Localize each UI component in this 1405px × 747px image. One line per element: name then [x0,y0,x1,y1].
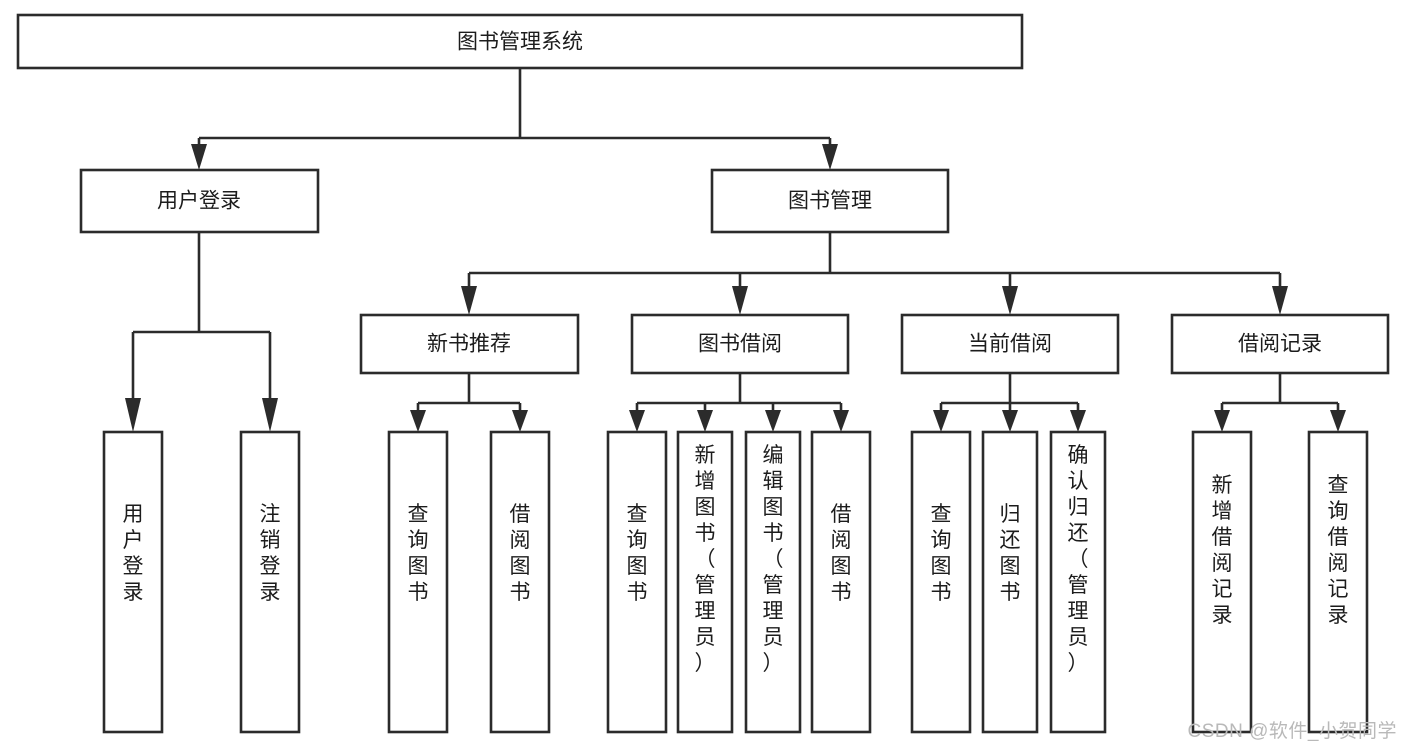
node-leaf-query-record-box[interactable] [1307,430,1369,734]
node-leaf-return-book[interactable]: 归还图书 [981,430,1039,734]
node-borrow-record-box[interactable] [1170,313,1390,375]
node-leaf-borrow-book-2-label: 借阅图书 [831,503,852,604]
node-book-management-label: 图书管理 [788,190,872,213]
arrow-to-leaf-add-book [697,410,713,432]
node-leaf-borrow-book-1-label: 借阅图书 [510,503,531,604]
node-leaf-add-record-label: 新增借阅记录 [1212,474,1233,627]
node-leaf-edit-book-box[interactable] [744,430,802,734]
csdn-watermark: CSDN @软件_小贺同学 [1187,721,1397,742]
node-leaf-logout-login-label: 注销登录 [260,503,281,604]
arrow-to-book-borrow [732,286,748,315]
arrow-to-leaf-query-book-1 [410,410,426,432]
node-leaf-return-book-label: 归还图书 [1000,503,1021,604]
node-leaf-add-record-box[interactable] [1191,430,1253,734]
node-book-borrow-label: 图书借阅 [698,333,782,356]
node-new-book-recommend-label: 新书推荐 [427,333,511,356]
node-leaf-query-book-2[interactable]: 查询图书 [606,430,668,734]
node-leaf-user-login-label: 用户登录 [123,503,144,604]
node-user-login[interactable]: 用户登录 [79,168,320,234]
node-new-book-recommend-box[interactable] [359,313,580,375]
arrow-to-leaf-borrow-book-1 [512,410,528,432]
arrow-to-leaf-query-book-3 [933,410,949,432]
node-leaf-confirm-return-box[interactable] [1049,430,1107,734]
arrow-to-leaf-return-book [1002,410,1018,432]
arrow-to-leaf-edit-book [765,410,781,432]
node-current-borrow-box[interactable] [900,313,1120,375]
node-leaf-add-record[interactable]: 新增借阅记录 [1191,430,1253,734]
node-root-label: 图书管理系统 [457,31,583,54]
node-leaf-return-book-box[interactable] [981,430,1039,734]
arrow-to-leaf-logout-login [262,398,278,432]
node-leaf-query-book-3-label: 查询图书 [931,503,952,604]
connector-layer [125,68,1346,432]
node-leaf-add-book-label: 新增图书（管理员） [695,444,716,675]
node-book-borrow-box[interactable] [630,313,850,375]
arrow-to-leaf-user-login [125,398,141,432]
node-leaf-borrow-book-2-box[interactable] [810,430,872,734]
node-book-borrow[interactable]: 图书借阅 [630,313,850,375]
node-new-book-recommend[interactable]: 新书推荐 [359,313,580,375]
node-leaf-borrow-book-1[interactable]: 借阅图书 [489,430,551,734]
node-leaf-query-book-1-box[interactable] [387,430,449,734]
node-leaf-logout-login[interactable]: 注销登录 [239,430,301,734]
arrow-to-leaf-add-record [1214,410,1230,432]
node-leaf-add-book-box[interactable] [676,430,734,734]
arrow-to-leaf-query-book-2 [629,410,645,432]
node-leaf-confirm-return[interactable]: 确认归还（管理员） [1049,430,1107,734]
arrow-root-to-user-login [191,144,207,170]
node-current-borrow[interactable]: 当前借阅 [900,313,1120,375]
node-leaf-query-book-1-label: 查询图书 [408,503,429,604]
node-leaf-user-login[interactable]: 用户登录 [102,430,164,734]
node-leaf-query-book-1[interactable]: 查询图书 [387,430,449,734]
node-leaf-add-book[interactable]: 新增图书（管理员） [676,430,734,734]
node-leaf-query-book-2-label: 查询图书 [627,503,648,604]
node-user-login-box[interactable] [79,168,320,234]
node-leaf-query-book-2-box[interactable] [606,430,668,734]
node-borrow-record[interactable]: 借阅记录 [1170,313,1390,375]
node-current-borrow-label: 当前借阅 [968,333,1052,356]
node-root[interactable]: 图书管理系统 [16,13,1024,70]
node-leaf-edit-book[interactable]: 编辑图书（管理员） [744,430,802,734]
arrow-to-new-book-recommend [461,286,477,315]
arrow-to-leaf-borrow-book-2 [833,410,849,432]
arrow-to-leaf-query-record [1330,410,1346,432]
node-borrow-record-label: 借阅记录 [1238,333,1322,356]
node-leaf-edit-book-label: 编辑图书（管理员） [763,444,784,675]
node-leaf-confirm-return-label: 确认归还（管理员） [1068,444,1089,675]
node-book-management[interactable]: 图书管理 [710,168,950,234]
node-leaf-query-book-3[interactable]: 查询图书 [910,430,972,734]
node-leaf-user-login-box[interactable] [102,430,164,734]
arrow-to-current-borrow [1002,286,1018,315]
node-leaf-query-record[interactable]: 查询借阅记录 [1307,430,1369,734]
arrow-to-borrow-record [1272,286,1288,315]
arrow-to-leaf-confirm-return [1070,410,1086,432]
node-leaf-logout-login-box[interactable] [239,430,301,734]
node-leaf-query-record-label: 查询借阅记录 [1328,474,1349,627]
node-user-login-label: 用户登录 [157,190,241,213]
node-book-management-box[interactable] [710,168,950,234]
node-leaf-borrow-book-1-box[interactable] [489,430,551,734]
node-leaf-borrow-book-2[interactable]: 借阅图书 [810,430,872,734]
node-leaf-query-book-3-box[interactable] [910,430,972,734]
arrow-root-to-book-management [822,144,838,170]
node-root-box[interactable] [16,13,1024,70]
